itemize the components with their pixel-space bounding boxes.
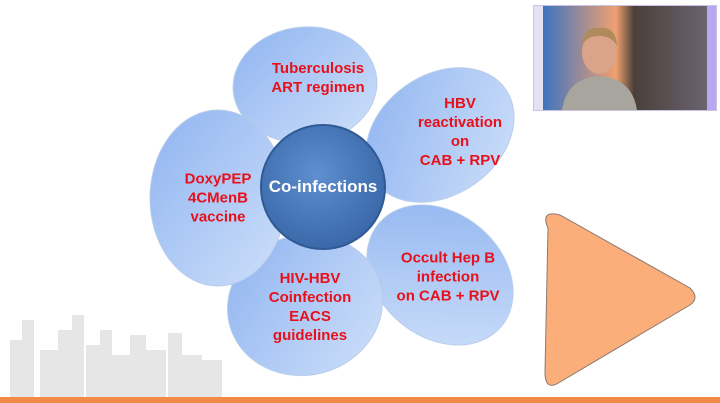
petal-line: Tuberculosis bbox=[271, 60, 365, 77]
petal-hiv-hbv: HIV-HBV Coinfection EACS guidelines bbox=[269, 269, 352, 345]
petal-line: on bbox=[450, 133, 470, 150]
petal-doxypep: DoxyPEP 4CMenB vaccine bbox=[185, 170, 252, 227]
petal-occult-hep-b: Occult Hep B infection on CAB + RPV bbox=[397, 249, 500, 306]
play-triangle-shape bbox=[544, 213, 696, 386]
petal-hbv-reactivation: HBV reactivation on CAB + RPV bbox=[418, 94, 502, 170]
bottom-accent-bar bbox=[0, 397, 720, 403]
petal-tuberculosis: Tuberculosis ART regimen bbox=[271, 59, 364, 97]
flower-petals bbox=[149, 26, 515, 377]
petal-line: Occult Hep B bbox=[400, 249, 496, 267]
center-circle bbox=[260, 124, 386, 250]
petal-line: 4CMenB bbox=[187, 189, 249, 207]
petal-lower-right bbox=[366, 204, 514, 346]
petal-line: DoxyPEP bbox=[184, 170, 252, 188]
petal-line: Coinfection bbox=[268, 289, 352, 306]
petal-line: CAB + RPV bbox=[419, 152, 501, 169]
petal-line: ART regimen bbox=[271, 79, 365, 96]
petal-line: reactivation bbox=[417, 114, 503, 131]
petal-line: HBV bbox=[444, 95, 476, 112]
petal-line: EACS bbox=[289, 308, 331, 325]
center-label: Co-infections bbox=[268, 177, 378, 196]
city-skyline bbox=[10, 315, 222, 397]
petal-line: HIV-HBV bbox=[279, 270, 341, 287]
presenter-figure bbox=[562, 27, 637, 110]
petal-line: guidelines bbox=[272, 327, 348, 344]
petal-line: on CAB + RPV bbox=[396, 287, 500, 305]
petal-line: vaccine bbox=[190, 208, 246, 226]
presenter-video bbox=[533, 5, 717, 111]
petal-line: infection bbox=[416, 268, 480, 286]
